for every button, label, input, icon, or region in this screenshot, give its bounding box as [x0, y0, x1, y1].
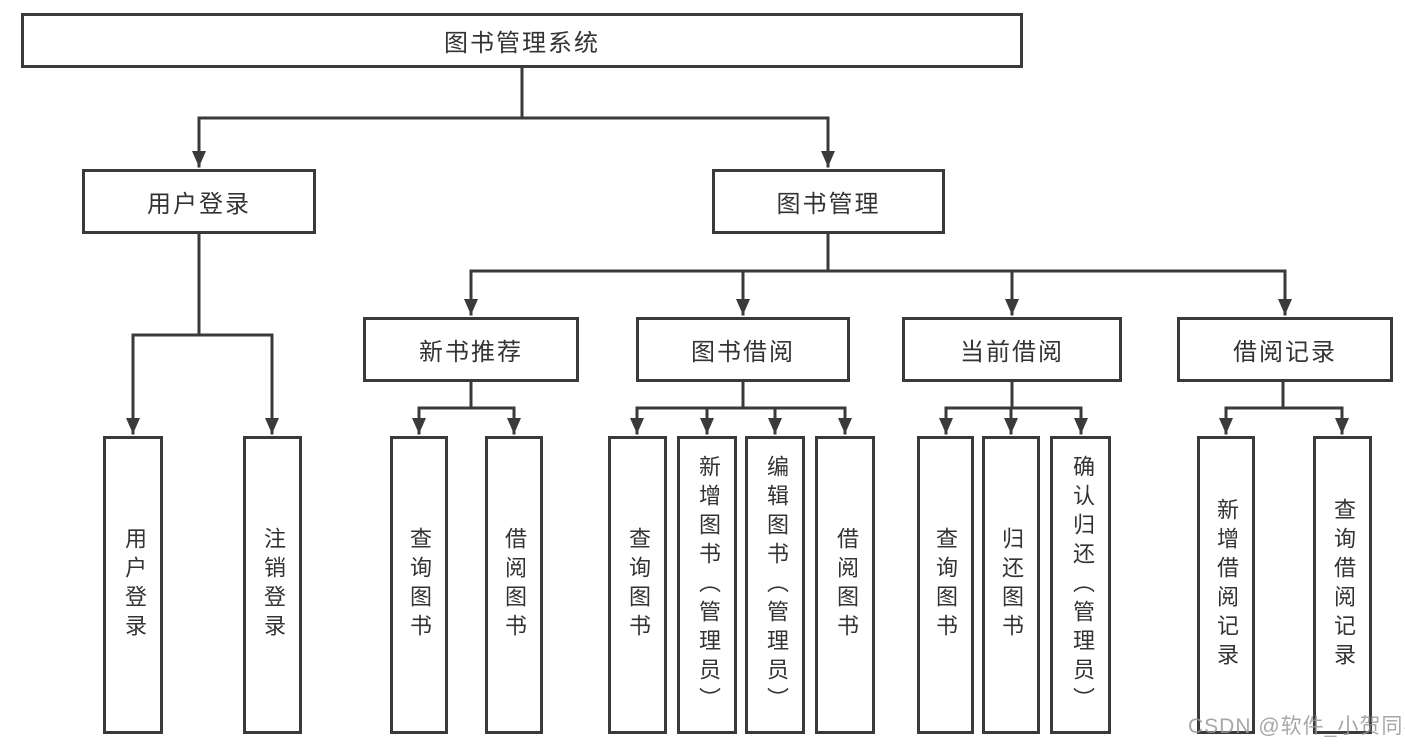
- leaf-query-books-2: 查询图书: [608, 436, 667, 734]
- node-book-borrowing: 图书借阅: [636, 317, 850, 382]
- node-borrowing-records: 借阅记录: [1177, 317, 1393, 382]
- node-new-book-recommend: 新书推荐: [363, 317, 579, 382]
- node-book-management: 图书管理: [712, 169, 945, 234]
- leaf-query-borrow-record: 查询借阅记录: [1313, 436, 1372, 734]
- leaf-add-book-admin: 新增图书（管理员）: [677, 436, 737, 734]
- leaf-confirm-return-admin: 确认归还（管理员）: [1050, 436, 1111, 734]
- leaf-borrow-books-2: 借阅图书: [815, 436, 875, 734]
- leaf-user-login: 用户登录: [103, 436, 163, 734]
- leaf-return-book: 归还图书: [982, 436, 1040, 734]
- node-current-borrowing: 当前借阅: [902, 317, 1122, 382]
- leaf-query-books-1: 查询图书: [390, 436, 448, 734]
- leaf-add-borrow-record: 新增借阅记录: [1197, 436, 1255, 734]
- csdn-watermark: CSDN @软件_小贺同学: [1188, 715, 1405, 738]
- leaf-query-books-3: 查询图书: [917, 436, 974, 734]
- node-root: 图书管理系统: [21, 13, 1023, 68]
- node-user-login: 用户登录: [82, 169, 316, 234]
- leaf-logout: 注销登录: [243, 436, 302, 734]
- leaf-edit-book-admin: 编辑图书（管理员）: [745, 436, 805, 734]
- leaf-borrow-books-1: 借阅图书: [485, 436, 543, 734]
